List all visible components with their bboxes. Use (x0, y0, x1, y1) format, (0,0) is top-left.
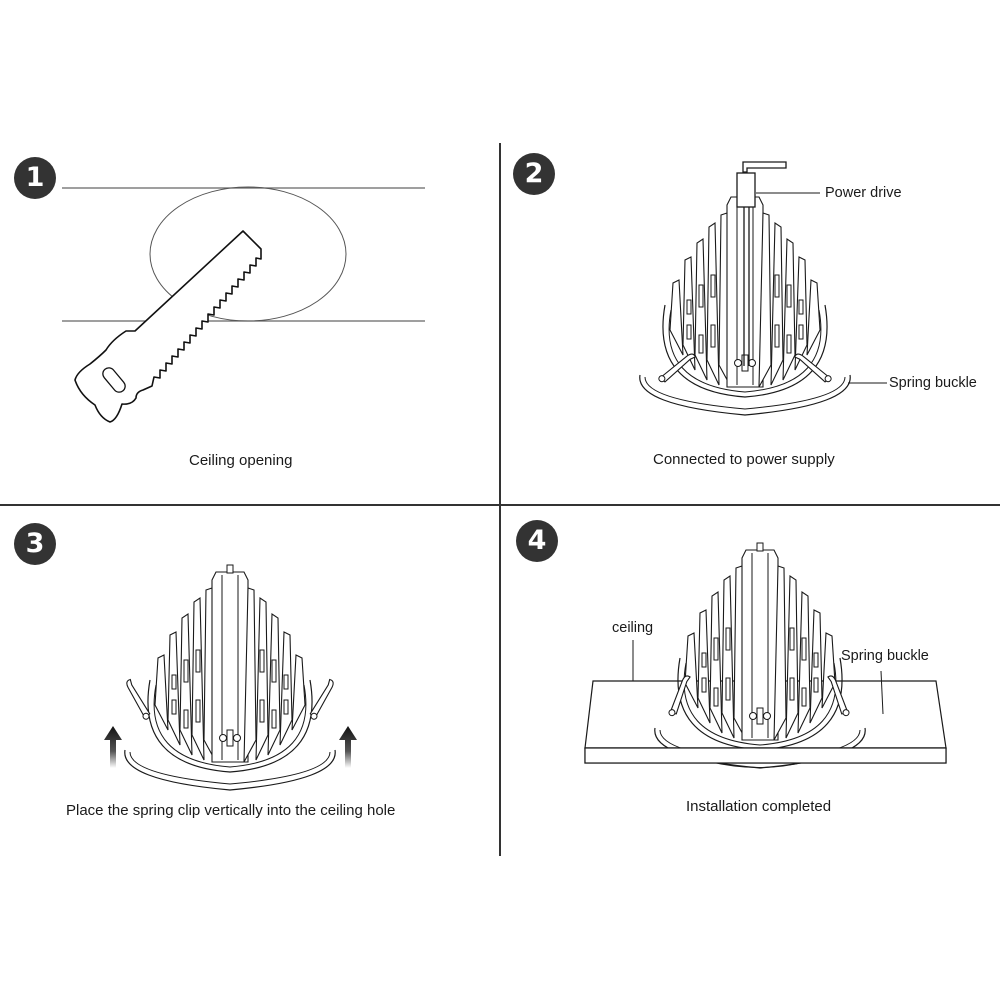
step-1-illustration (62, 186, 425, 423)
up-arrow-icon (339, 726, 357, 768)
spring-buckle-label: Spring buckle (889, 375, 977, 391)
step-1-badge: 1 (14, 157, 56, 199)
step-2-illustration (639, 161, 887, 416)
step-3-illustration (104, 564, 357, 791)
step-4-badge: 4 (516, 520, 558, 562)
power-drive-label: Power drive (825, 185, 902, 201)
spring-buckle-leader (880, 670, 884, 715)
spring-buckle-label: Spring buckle (841, 648, 929, 664)
step-1-caption: Ceiling opening (189, 452, 293, 469)
horizontal-divider (0, 504, 1000, 506)
step-2-caption: Connected to power supply (653, 451, 835, 468)
step-4-illustration (584, 542, 947, 769)
step-4-caption: Installation completed (686, 798, 832, 815)
up-arrow-icon (104, 726, 122, 768)
cut-opening-ellipse (149, 186, 347, 322)
ceiling-label: ceiling (612, 620, 654, 636)
step-3-badge: 3 (14, 523, 56, 565)
vertical-divider (499, 143, 501, 856)
power-drive-icon (736, 161, 787, 366)
step-2-badge: 2 (513, 153, 555, 195)
step-3-caption: Place the spring clip vertically into th… (66, 802, 396, 819)
saw-icon (74, 230, 262, 423)
